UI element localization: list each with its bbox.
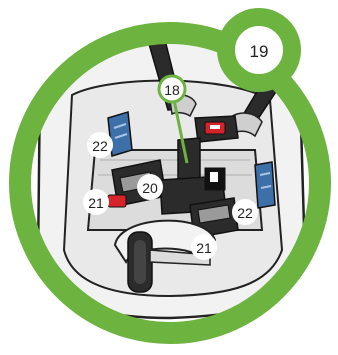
callout-21-right-label: 21: [196, 240, 212, 256]
callout-22-left-label: 22: [92, 138, 108, 154]
step-badge-number: 19: [250, 42, 269, 61]
center-strap: [178, 138, 200, 180]
right-anchor-connector: [255, 162, 275, 208]
left-release-button: [108, 195, 126, 207]
wheel-icon: [128, 232, 152, 292]
callout-22-right-label: 22: [237, 205, 253, 221]
callout-18-label: 18: [164, 82, 180, 98]
callout-21-left-label: 21: [88, 195, 104, 211]
callout-20-label: 20: [142, 180, 158, 196]
